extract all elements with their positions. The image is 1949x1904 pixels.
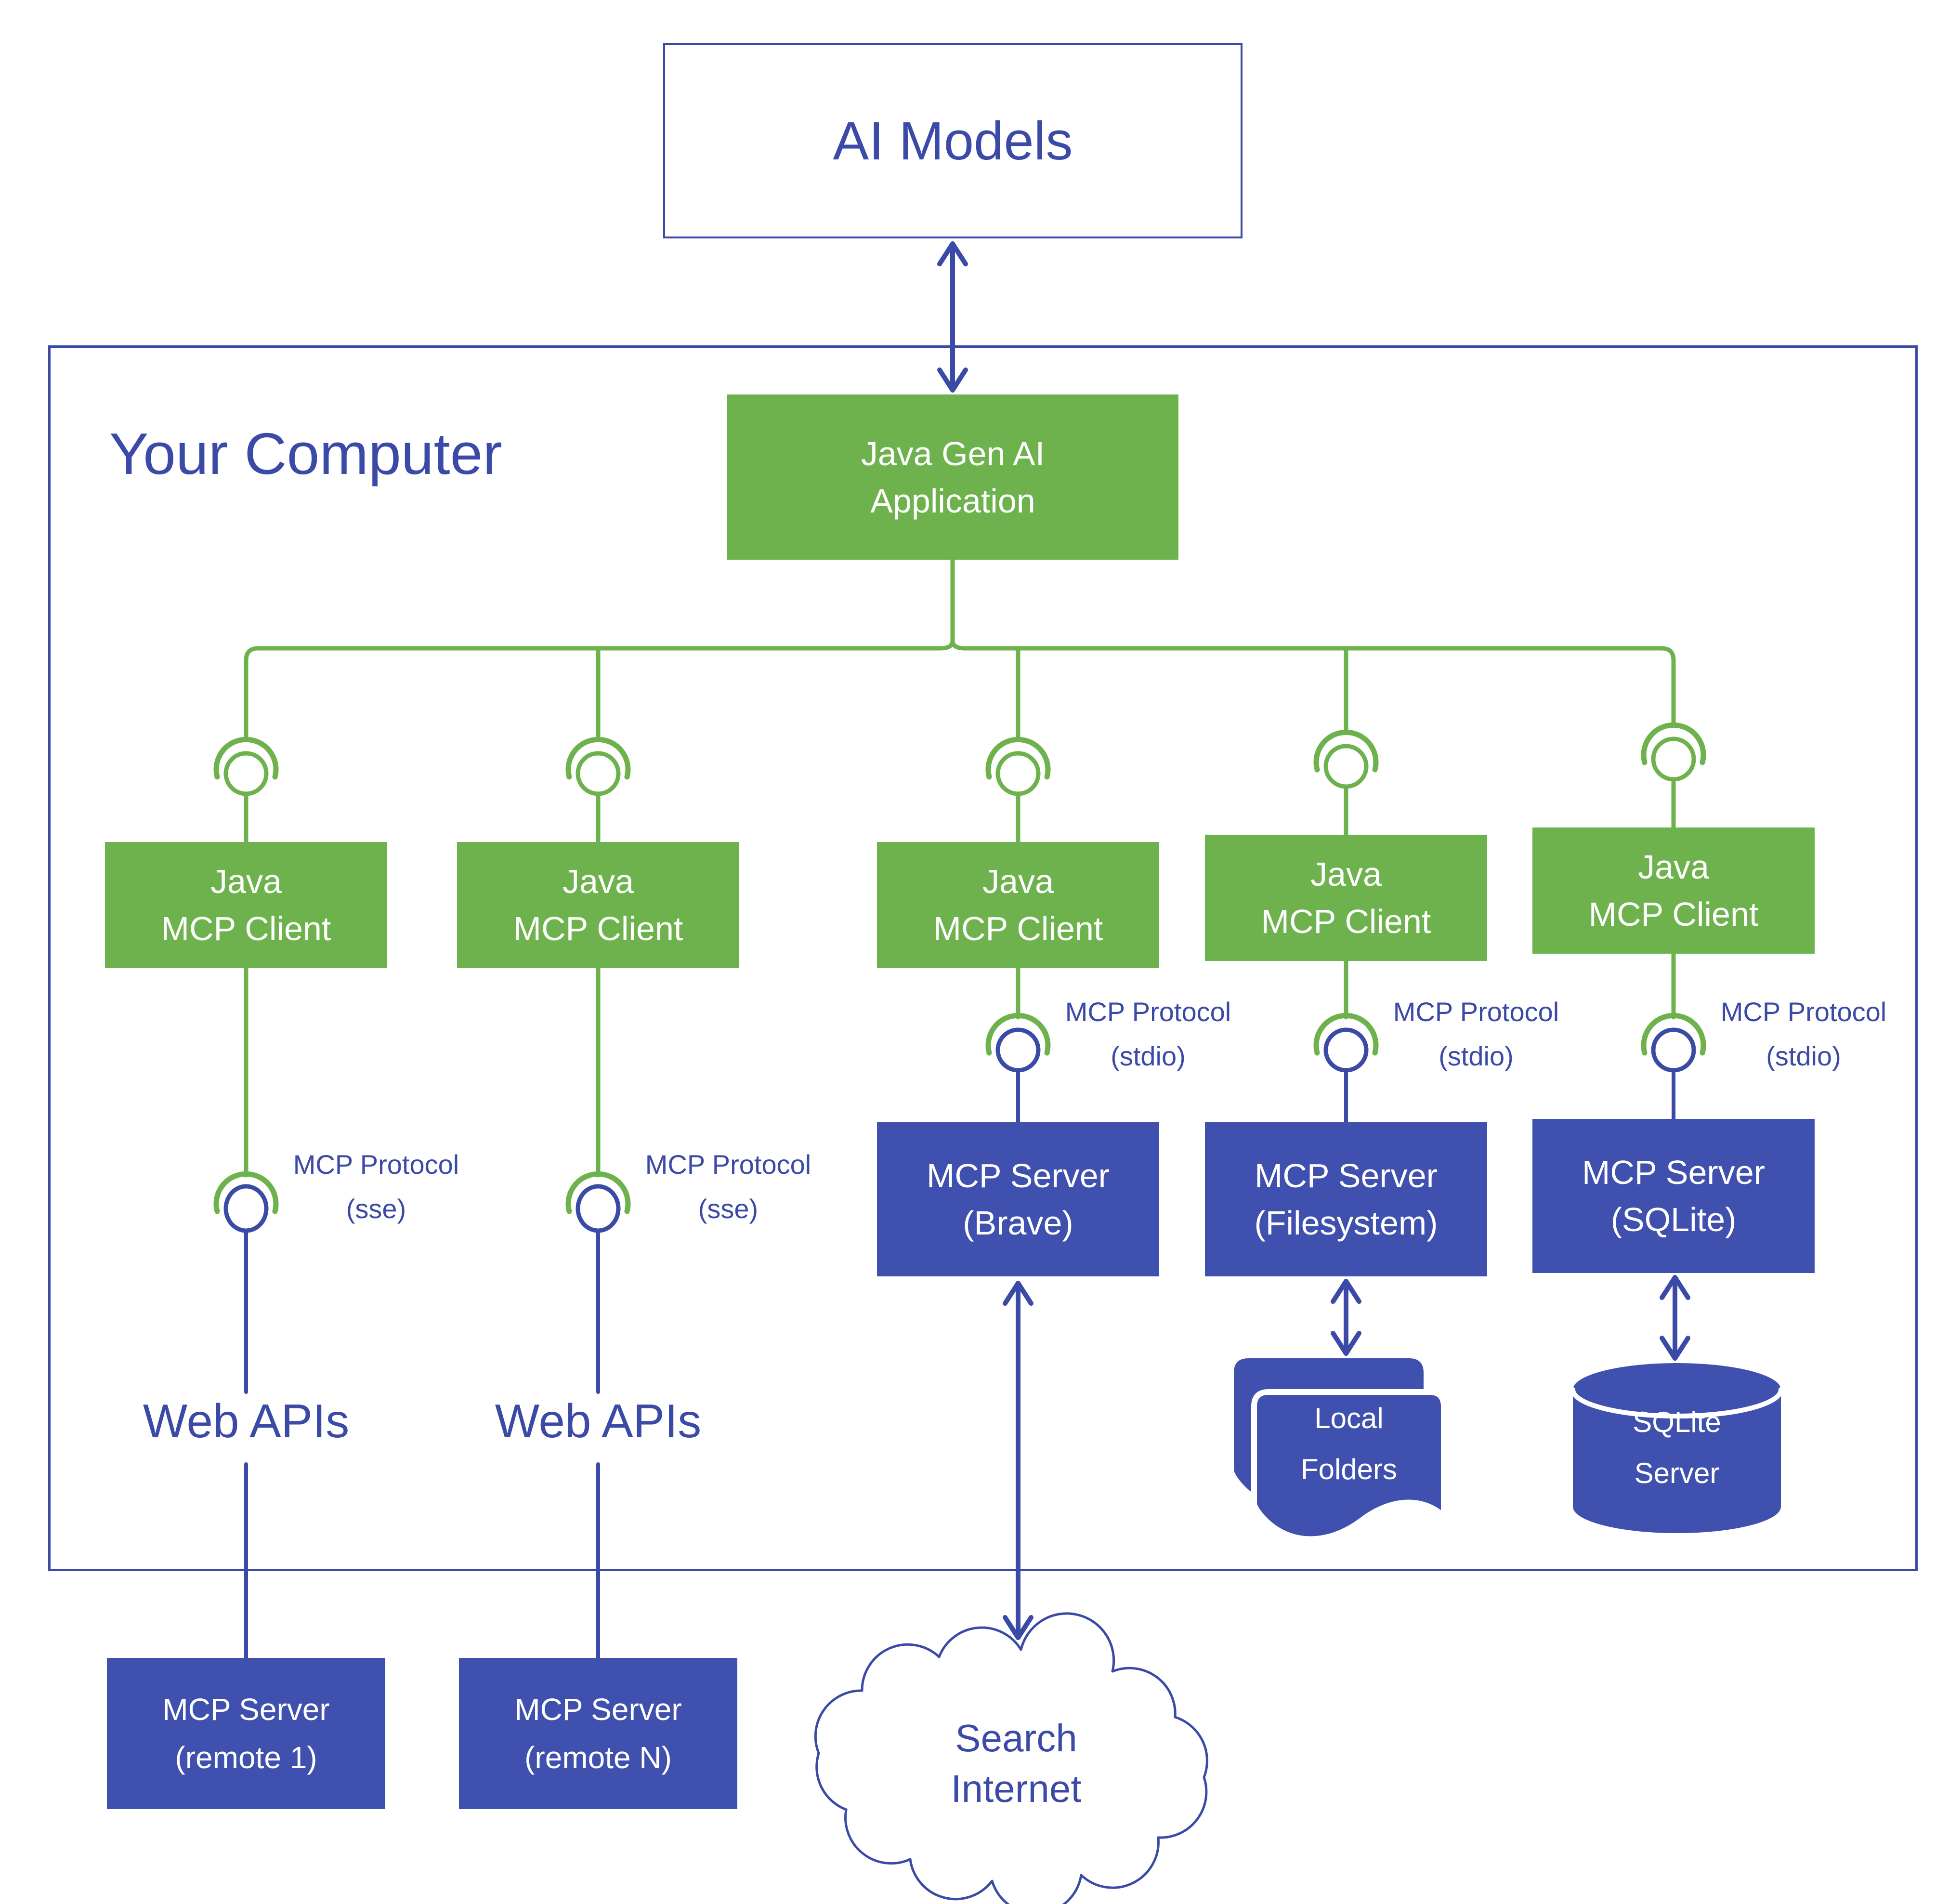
client-label-line2: MCP Client [161, 910, 331, 947]
ai-models-label: AI Models [833, 110, 1073, 171]
mcp-connector-icon [565, 966, 631, 1660]
mcp-protocol-label-sse-1: MCP Protocol (sse) [265, 1142, 487, 1231]
mcp-protocol-label-stdio-1: MCP Protocol (stdio) [1037, 990, 1259, 1078]
remote-label-line2: (remote N) [524, 1740, 672, 1775]
server-label-line2: (Brave) [963, 1204, 1073, 1242]
java-mcp-client-box-1: Java MCP Client [105, 842, 387, 968]
server-label-line1: MCP Server [927, 1157, 1110, 1195]
server-label-line2: (Filesystem) [1254, 1204, 1438, 1242]
client-label-line1: Java [1310, 855, 1382, 893]
mcp-protocol-label-sse-2: MCP Protocol (sse) [617, 1142, 839, 1231]
protocol-line1: MCP Protocol [293, 1149, 459, 1180]
mcp-server-sqlite-box: MCP Server (SQLite) [1532, 1119, 1815, 1273]
mcp-connector-icon [1313, 959, 1379, 1124]
your-computer-container [48, 345, 1918, 1571]
mcp-server-remote-n-box: MCP Server (remote N) [459, 1658, 737, 1809]
client-label-line2: MCP Client [933, 910, 1103, 947]
tree-connector [244, 557, 1676, 742]
protocol-line1: MCP Protocol [1065, 997, 1231, 1027]
ai-models-box: AI Models [663, 43, 1243, 238]
mcp-connector-icon [1313, 729, 1379, 837]
client-label-line1: Java [210, 863, 282, 900]
local-folders-label: Local Folders [1253, 1393, 1445, 1495]
mcp-protocol-label-stdio-3: MCP Protocol (stdio) [1693, 990, 1914, 1078]
java-mcp-client-box-2: Java MCP Client [457, 842, 739, 968]
client-label-line1: Java [562, 863, 634, 900]
local-folders-line1: Local [1314, 1402, 1384, 1434]
server-label-line1: MCP Server [1582, 1154, 1765, 1191]
protocol-line2: (stdio) [1111, 1041, 1186, 1071]
java-mcp-client-box-5: Java MCP Client [1532, 827, 1815, 954]
server-label-line1: MCP Server [1255, 1157, 1438, 1195]
protocol-line1: MCP Protocol [645, 1149, 811, 1180]
remote-label-line1: MCP Server [514, 1692, 682, 1727]
java-mcp-client-box-3: Java MCP Client [877, 842, 1159, 968]
mcp-server-filesystem-box: MCP Server (Filesystem) [1205, 1122, 1487, 1276]
mcp-connector-icon [565, 736, 631, 844]
client-label-line2: MCP Client [513, 910, 683, 947]
server-label-line2: (SQLite) [1610, 1201, 1737, 1238]
protocol-line2: (stdio) [1439, 1041, 1514, 1071]
mcp-server-brave-box: MCP Server (Brave) [877, 1122, 1159, 1276]
mcp-connector-icon [1641, 951, 1706, 1124]
java-mcp-client-box-4: Java MCP Client [1205, 835, 1487, 961]
cloud-icon [814, 1612, 1208, 1904]
protocol-line1: MCP Protocol [1720, 997, 1887, 1027]
mcp-connector-icon [985, 966, 1051, 1124]
java-gen-ai-app-box: Java Gen AI Application [727, 394, 1178, 560]
database-icon [1570, 1363, 1783, 1533]
mcp-connector-icon [985, 736, 1051, 844]
search-internet-label: Search Internet [872, 1713, 1161, 1814]
sqlite-server-line1: SQLite [1633, 1406, 1721, 1438]
folder-icon [1234, 1358, 1447, 1542]
app-label-line1: Java Gen AI [861, 434, 1045, 473]
protocol-line2: (sse) [698, 1194, 759, 1224]
search-internet-line1: Search [955, 1717, 1077, 1760]
sqlite-server-label: SQLite Server [1581, 1397, 1773, 1499]
client-label-line1: Java [1638, 848, 1709, 886]
double-arrow-icon [1660, 1275, 1690, 1361]
remote-label-line1: MCP Server [162, 1692, 330, 1727]
local-folders-line2: Folders [1300, 1453, 1398, 1485]
search-internet-line2: Internet [951, 1767, 1082, 1810]
mcp-server-remote-1-box: MCP Server (remote 1) [107, 1658, 385, 1809]
protocol-line2: (stdio) [1766, 1041, 1841, 1071]
double-arrow-icon [937, 241, 968, 393]
remote-label-line2: (remote 1) [175, 1740, 317, 1775]
client-label-line1: Java [982, 863, 1054, 900]
double-arrow-icon [1331, 1279, 1361, 1356]
web-apis-label-2: Web APIs [449, 1397, 747, 1445]
double-arrow-icon [1003, 1281, 1033, 1640]
protocol-line2: (sse) [346, 1194, 406, 1224]
mcp-connector-icon [1641, 722, 1706, 830]
mcp-connector-icon [213, 736, 279, 844]
web-apis-label-1: Web APIs [97, 1397, 395, 1445]
your-computer-label: Your Computer [109, 421, 503, 486]
app-label-line2: Application [870, 482, 1035, 520]
client-label-line2: MCP Client [1588, 895, 1759, 933]
mcp-protocol-label-stdio-2: MCP Protocol (stdio) [1365, 990, 1587, 1078]
mcp-connector-icon [213, 966, 279, 1660]
sqlite-server-line2: Server [1634, 1457, 1720, 1489]
protocol-line1: MCP Protocol [1393, 997, 1559, 1027]
client-label-line2: MCP Client [1261, 903, 1431, 940]
